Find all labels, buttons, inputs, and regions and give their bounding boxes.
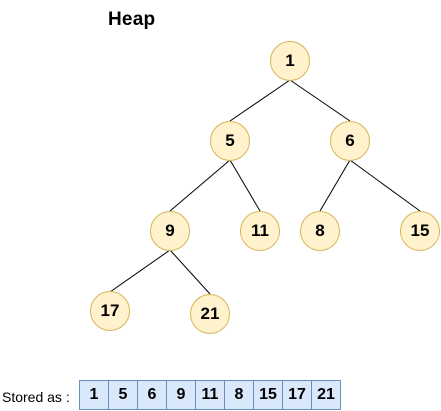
- edge-9-17: [109, 249, 171, 293]
- stored-as-label: Stored as :: [2, 389, 70, 405]
- edge-9-21: [169, 249, 211, 295]
- array-cell: 1: [79, 380, 109, 410]
- diagram-title: Heap: [108, 9, 156, 30]
- edge-6-15: [349, 159, 421, 212]
- array-cell: 9: [166, 380, 196, 410]
- array-cell: 21: [311, 380, 341, 410]
- edge-1-5: [229, 79, 291, 122]
- heap-node-6: 6: [330, 121, 370, 161]
- edge-1-6: [289, 79, 351, 122]
- heap-node-17: 17: [90, 291, 130, 331]
- heap-node-5: 5: [210, 121, 250, 161]
- edge-5-9: [169, 159, 231, 212]
- edge-5-11: [229, 159, 261, 212]
- heap-node-9: 9: [150, 211, 190, 251]
- heap-node-21: 21: [190, 294, 230, 334]
- array-representation: 1 5 6 9 11 8 15 17 21: [79, 380, 341, 410]
- array-cell: 15: [253, 380, 283, 410]
- heap-node-1: 1: [270, 41, 310, 81]
- heap-node-15: 15: [400, 211, 440, 251]
- array-cell: 17: [282, 380, 312, 410]
- array-cell: 5: [108, 380, 138, 410]
- edge-6-8: [319, 159, 351, 212]
- heap-node-11: 11: [240, 211, 280, 251]
- array-cell: 8: [224, 380, 254, 410]
- array-cell: 6: [137, 380, 167, 410]
- array-cell: 11: [195, 380, 225, 410]
- heap-node-8: 8: [300, 211, 340, 251]
